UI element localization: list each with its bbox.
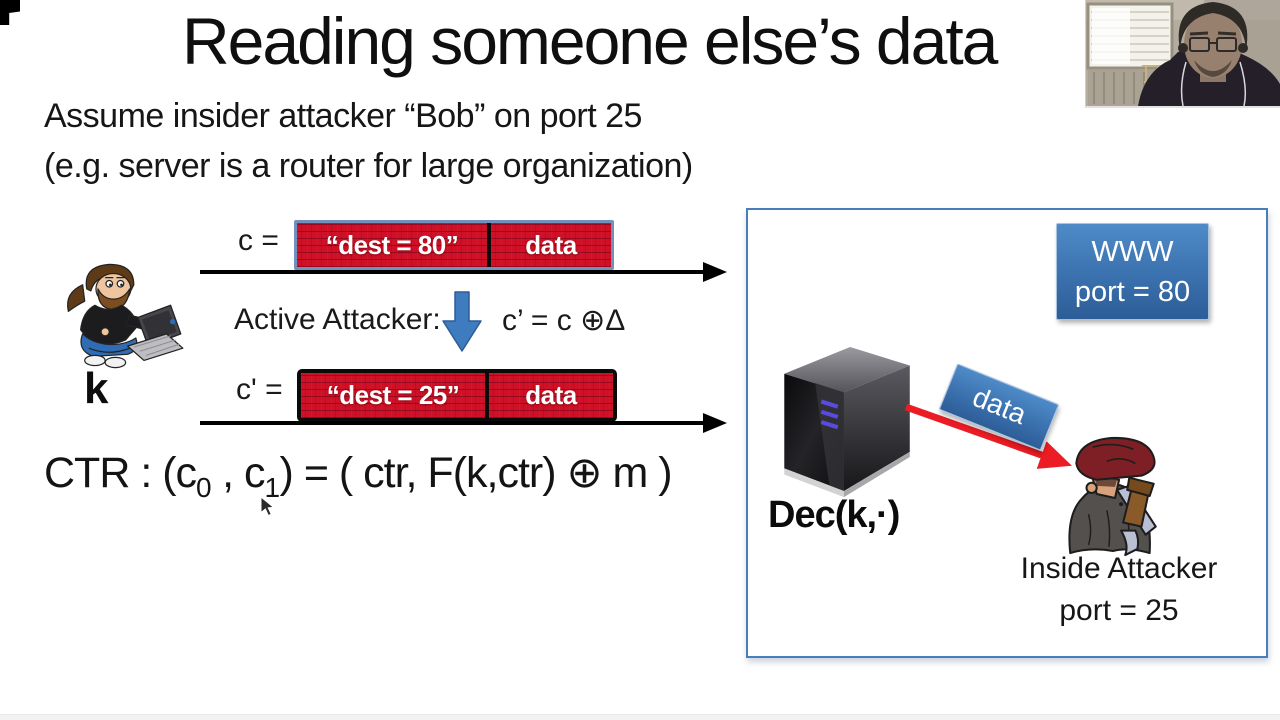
bottom-strip	[0, 714, 1280, 720]
inside-attacker-port: port = 25	[1059, 594, 1179, 627]
packet-original: “dest = 80” data	[294, 220, 614, 270]
mutation-formula: c’ = c ⊕Δ	[502, 304, 626, 337]
server-label: Dec(k,·)	[768, 494, 900, 536]
ctr-part: ) = ( ctr, F(k,ctr) ⊕ m )	[279, 449, 673, 497]
subtitle-line-1: Assume insider attacker “Bob” on port 25	[44, 97, 642, 135]
www-port-box: WWW port = 80	[1056, 223, 1209, 320]
packet-divider	[487, 223, 491, 267]
ciphertext-label: c =	[238, 224, 279, 257]
packet-divider	[485, 373, 489, 418]
flow-arrow-bottom	[200, 413, 727, 433]
flow-arrow-top	[200, 262, 727, 282]
www-label: WWW	[1091, 236, 1174, 268]
packet-dest-field: “dest = 25”	[301, 373, 485, 418]
packet-dest-field: “dest = 80”	[297, 223, 487, 267]
ctr-part: CTR : (c	[44, 449, 197, 497]
ciphertext-prime-label: c' =	[236, 373, 283, 406]
server-icon	[774, 336, 918, 502]
ctr-part: , c	[211, 449, 265, 497]
ctr-subscript: 1	[264, 472, 280, 503]
packet-data-field: data	[489, 373, 613, 418]
arrow-shaft	[200, 421, 709, 425]
spy-icon	[1058, 432, 1170, 558]
mouse-cursor-icon	[260, 495, 275, 517]
attack-down-arrow-icon	[441, 291, 483, 353]
subtitle-line-2: (e.g. server is a router for large organ…	[44, 147, 693, 185]
data-packet-box: data	[938, 363, 1060, 451]
corner-artifact	[0, 0, 20, 25]
webcam-video	[1085, 0, 1280, 108]
active-attacker-label: Active Attacker:	[234, 303, 441, 336]
arrow-shaft	[200, 270, 709, 274]
arrow-head-icon	[703, 413, 727, 433]
www-port-label: port = 80	[1074, 276, 1191, 308]
packet-data-field: data	[491, 223, 611, 267]
ctr-subscript: 0	[196, 472, 212, 503]
user-at-laptop-icon	[52, 258, 190, 376]
arrow-head-icon	[703, 262, 727, 282]
network-diagram-panel: WWW port = 80	[746, 208, 1268, 658]
ctr-formula: CTR : (c0 , c1) = ( ctr, F(k,ctr) ⊕ m )	[44, 448, 673, 504]
inside-attacker-label: Inside Attacker	[1020, 552, 1218, 585]
packet-modified: “dest = 25” data	[297, 369, 617, 422]
key-label: k	[84, 364, 109, 413]
slide-title: Reading someone else’s data	[182, 4, 998, 78]
